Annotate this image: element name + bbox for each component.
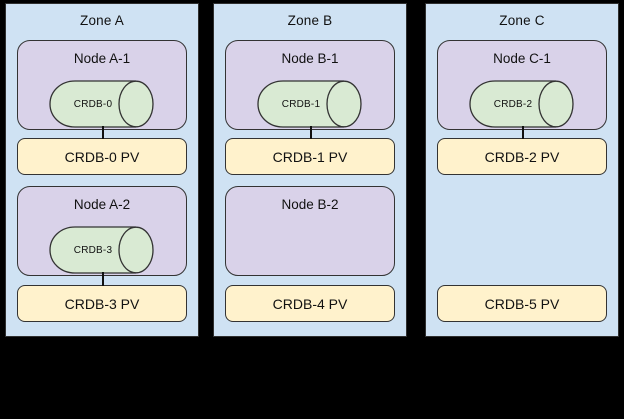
volume-cylinder-crdb-0: CRDB-0 — [49, 80, 155, 128]
volume-label: CRDB-2 — [493, 98, 533, 110]
pv-box-crdb-4: CRDB-4 PV — [225, 285, 395, 322]
cylinder-shape-icon — [49, 226, 154, 274]
node-c1-box: Node C-1 CRDB-2 — [437, 40, 607, 130]
node-b2-box: Node B-2 — [225, 186, 395, 276]
node-a2-box: Node A-2 CRDB-3 — [17, 186, 187, 276]
connector-line — [102, 126, 104, 139]
node-b2-label: Node B-2 — [281, 197, 339, 212]
cylinder-shape-icon — [469, 80, 574, 128]
pv-box-crdb-0: CRDB-0 PV — [17, 138, 187, 175]
volume-label: CRDB-0 — [73, 98, 113, 110]
zone-c-title: Zone C — [499, 13, 545, 28]
volume-cylinder-crdb-3: CRDB-3 — [49, 226, 155, 274]
zone-b-panel: Zone B Node B-1 CRDB-1 CRDB-1 PV Node B-… — [213, 3, 407, 337]
zone-c-panel: Zone C Node C-1 CRDB-2 CRDB-2 PV CRDB-5 … — [425, 3, 619, 337]
zone-b-title: Zone B — [287, 13, 333, 28]
node-c1-label: Node C-1 — [493, 51, 551, 66]
connector-line — [102, 272, 104, 286]
pv-box-crdb-1: CRDB-1 PV — [225, 138, 395, 175]
node-b1-box: Node B-1 CRDB-1 — [225, 40, 395, 130]
volume-cylinder-crdb-1: CRDB-1 — [257, 80, 363, 128]
connector-line — [522, 126, 524, 139]
pv-box-crdb-2: CRDB-2 PV — [437, 138, 607, 175]
volume-cylinder-crdb-2: CRDB-2 — [469, 80, 575, 128]
pv-box-crdb-3: CRDB-3 PV — [17, 285, 187, 322]
node-a2-label: Node A-2 — [73, 197, 131, 212]
zone-a-title: Zone A — [80, 13, 124, 28]
node-a1-box: Node A-1 CRDB-0 — [17, 40, 187, 130]
connector-line — [310, 126, 312, 139]
cylinder-shape-icon — [49, 80, 154, 128]
cylinder-shape-icon — [257, 80, 362, 128]
node-a1-label: Node A-1 — [73, 51, 131, 66]
volume-label: CRDB-3 — [73, 244, 113, 256]
pv-box-crdb-5: CRDB-5 PV — [437, 285, 607, 322]
zone-a-panel: Zone A Node A-1 CRDB-0 CRDB-0 PV Node A-… — [5, 3, 199, 337]
volume-label: CRDB-1 — [281, 98, 321, 110]
node-b1-label: Node B-1 — [281, 51, 339, 66]
